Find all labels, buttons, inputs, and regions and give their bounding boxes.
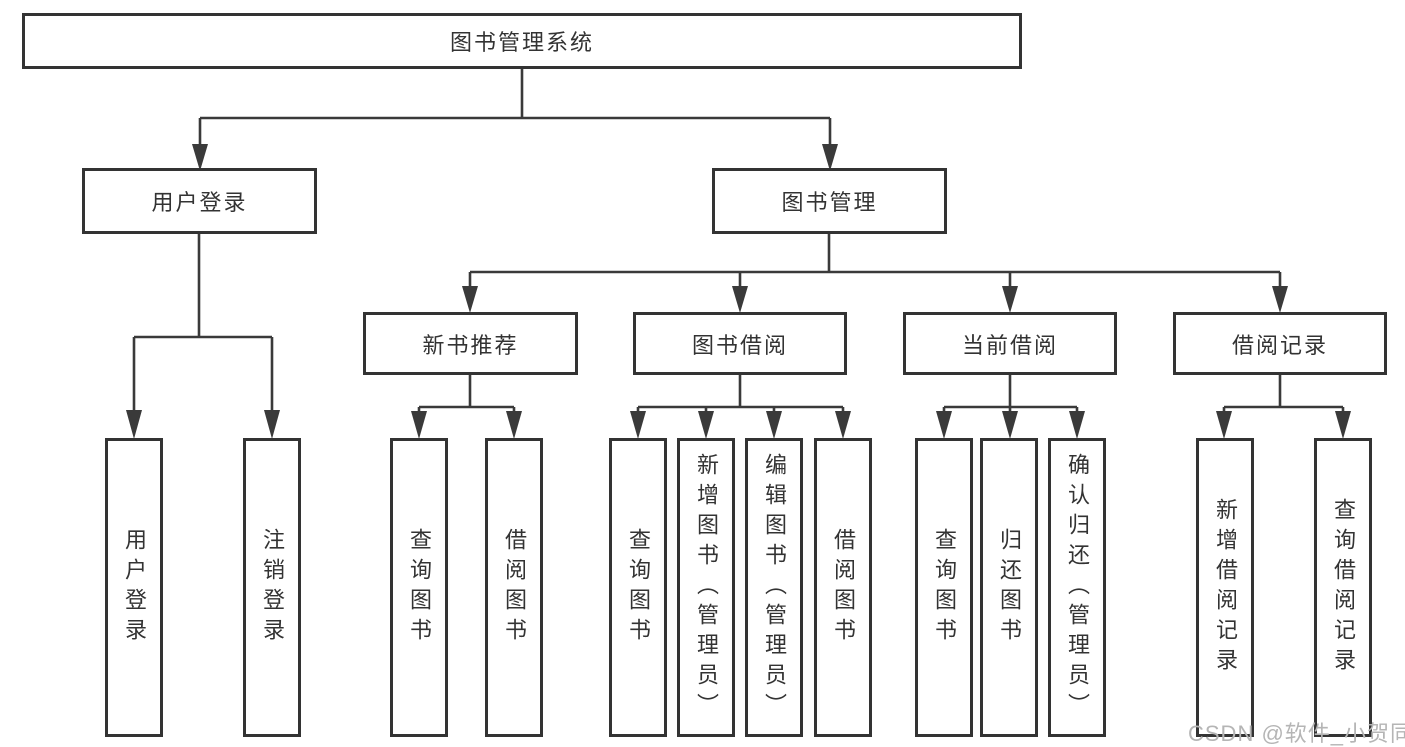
leaf-edit-book-admin: 编辑图书（管理员） xyxy=(745,438,803,737)
leaf-query-books-borrowing: 查询图书 xyxy=(609,438,667,737)
node-user-login: 用户登录 xyxy=(82,168,317,234)
leaf-logout: 注销登录 xyxy=(243,438,301,737)
node-borrowing-records: 借阅记录 xyxy=(1173,312,1387,375)
leaf-borrow-books-borrowing: 借阅图书 xyxy=(814,438,872,737)
node-book-borrowing: 图书借阅 xyxy=(633,312,847,375)
leaf-add-borrow-record: 新增借阅记录 xyxy=(1196,438,1254,737)
leaf-add-book-admin: 新增图书（管理员） xyxy=(677,438,735,737)
leaf-query-books-recommend: 查询图书 xyxy=(390,438,448,737)
leaf-borrow-books-recommend: 借阅图书 xyxy=(485,438,543,737)
leaf-return-book: 归还图书 xyxy=(980,438,1038,737)
node-book-management: 图书管理 xyxy=(712,168,947,234)
leaf-query-books-current: 查询图书 xyxy=(915,438,973,737)
leaf-confirm-return-admin: 确认归还（管理员） xyxy=(1048,438,1106,737)
watermark: CSDN @软件_小贺同学 xyxy=(1188,721,1405,746)
node-library-management-system: 图书管理系统 xyxy=(22,13,1022,69)
node-new-book-recommendation: 新书推荐 xyxy=(363,312,578,375)
leaf-query-borrow-record: 查询借阅记录 xyxy=(1314,438,1372,737)
node-current-borrowing: 当前借阅 xyxy=(903,312,1117,375)
leaf-user-login: 用户登录 xyxy=(105,438,163,737)
